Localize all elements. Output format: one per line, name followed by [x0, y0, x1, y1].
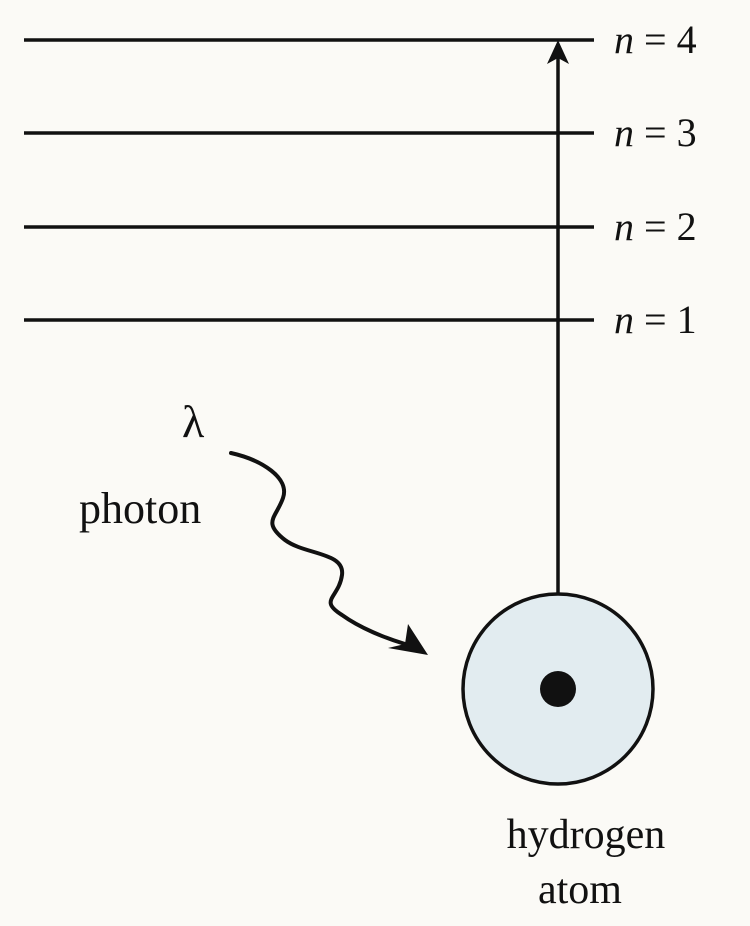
excitation-arrowhead-icon — [547, 40, 569, 64]
photon-wave — [229, 451, 407, 646]
photon-label: photon — [79, 484, 201, 533]
wavelength-symbol: λ — [182, 396, 205, 447]
level-label-n2: n = 2 — [614, 204, 697, 249]
level-label-n4: n = 4 — [614, 17, 697, 62]
nucleus-dot — [540, 671, 576, 707]
level-label-n3: n = 3 — [614, 110, 697, 155]
level-label-n1: n = 1 — [614, 297, 697, 342]
atom-label-line1: hydrogen — [507, 812, 666, 858]
photon-arrowhead-icon — [388, 624, 428, 655]
atom-label-line2: atom — [538, 867, 622, 913]
